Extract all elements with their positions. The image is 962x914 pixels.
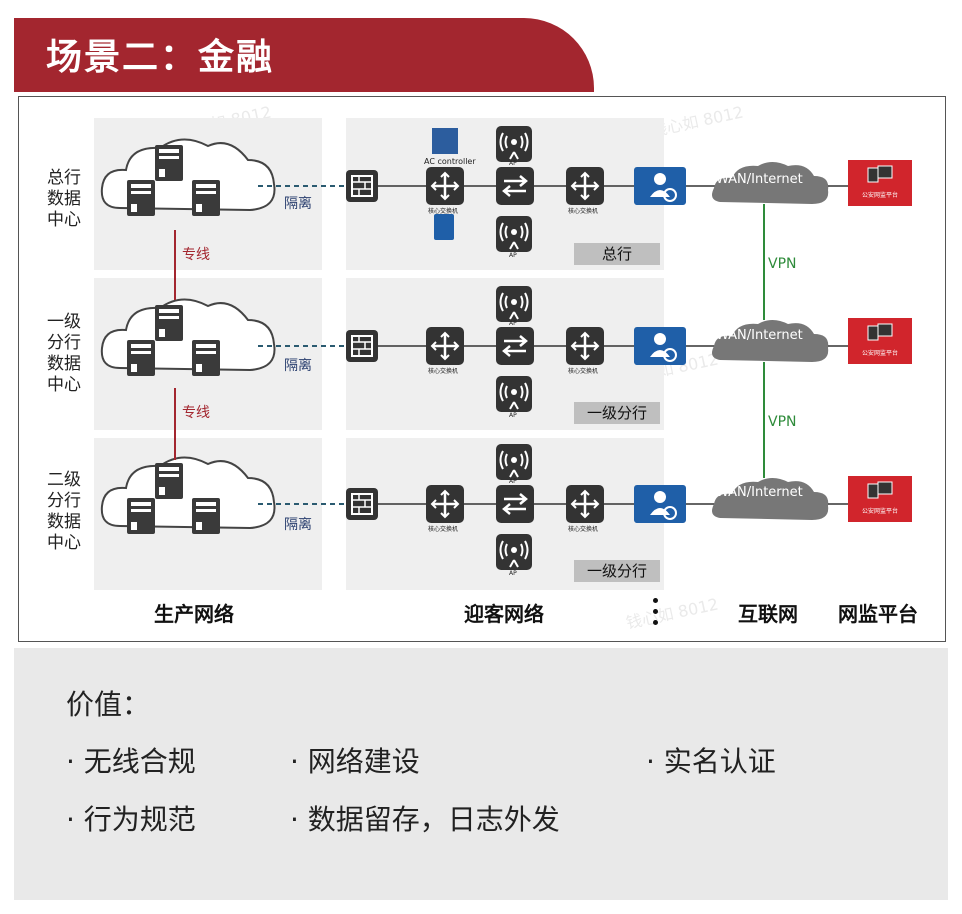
section-production: 生产网络: [154, 602, 234, 626]
platform-label: 公安网监平台: [861, 508, 898, 515]
internet-label: WAN/Internet: [716, 328, 803, 343]
internet-label: WAN/Internet: [716, 172, 803, 187]
section-supervision: 网监平台: [838, 602, 918, 626]
core-switch-label: 核心交换机: [428, 526, 459, 533]
site-tag: 总行: [574, 243, 660, 265]
row-branch1: [100, 285, 913, 413]
separator-dots: [653, 598, 658, 631]
core-switch-label: 核心交换机: [568, 526, 599, 533]
ap-label: AP: [509, 320, 517, 327]
internet-label: WAN/Internet: [716, 485, 803, 500]
vpn-label: VPN: [768, 414, 797, 430]
leased-line-label: 专线: [182, 247, 210, 263]
site-label-branch1: 一级分行数据中心: [47, 312, 81, 395]
platform-label: 公安网监平台: [861, 350, 898, 357]
value-item: · 网络建设: [290, 745, 420, 778]
core-switch-label: 核心交换机: [428, 368, 459, 375]
isolation-label: 隔离: [284, 358, 312, 374]
isolation-label: 隔离: [284, 517, 312, 533]
value-item: · 行为规范: [66, 803, 196, 836]
value-item: · 数据留存，日志外发: [290, 803, 560, 836]
ap-label: AP: [509, 570, 517, 577]
section-guest: 迎客网络: [464, 602, 544, 626]
vpn-label: VPN: [768, 256, 797, 272]
ap-label: AP: [509, 478, 517, 485]
site-label-hq: 总行数据中心: [47, 168, 81, 230]
row-hq: [100, 125, 913, 253]
ap-label: AP: [509, 412, 517, 419]
row-branch2: [100, 443, 913, 571]
value-title: 价值：: [66, 688, 151, 721]
site-tag: 一级分行: [574, 560, 660, 582]
title-banner: 场景二：金融: [14, 18, 594, 92]
ac-label: AC controller: [424, 157, 476, 166]
leased-line-label: 专线: [182, 405, 210, 421]
site-label-branch2: 二级分行数据中心: [47, 470, 81, 553]
core-switch-label: 核心交换机: [568, 368, 599, 375]
core-switch-label: 核心交换机: [568, 208, 599, 215]
section-internet: 互联网: [738, 602, 798, 626]
isolation-label: 隔离: [284, 196, 312, 212]
value-item: · 无线合规: [66, 745, 196, 778]
ap-label: AP: [509, 252, 517, 259]
page-title: 场景二：金融: [46, 37, 275, 78]
platform-label: 公安网监平台: [861, 192, 898, 199]
site-tag: 一级分行: [574, 402, 660, 424]
ap-label: AP: [509, 160, 517, 167]
value-panel: [14, 648, 948, 900]
core-switch-label: 核心交换机: [428, 208, 459, 215]
value-item: · 实名认证: [646, 745, 776, 778]
